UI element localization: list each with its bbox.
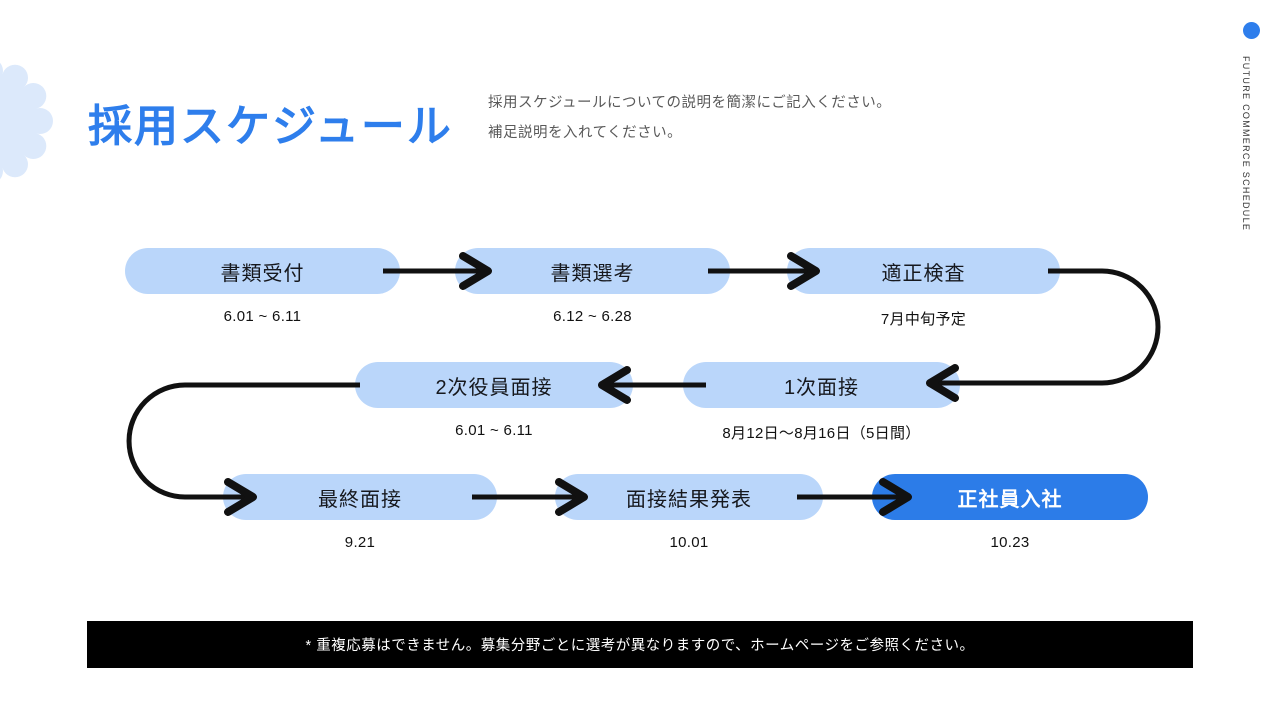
step-pill-document-reception: 書類受付 [125, 248, 400, 294]
footer-note-bar: * 重複応募はできません。募集分野ごとに選考が異なりますので、ホームページをご参… [87, 621, 1193, 668]
step-pill-second-executive-interview: 2次役員面接 [355, 362, 633, 408]
step-date-aptitude-test: 7月中旬予定 [880, 311, 967, 328]
subtitle-line-2: 補足説明を入れてください。 [488, 125, 683, 141]
dot-decoration [1243, 22, 1260, 39]
footer-note-text: * 重複応募はできません。募集分野ごとに選考が異なりますので、ホームページをご参… [305, 638, 975, 654]
subtitle-line-1: 採用スケジュールについての説明を簡潔にご記入ください。 [488, 95, 892, 111]
step-pill-result-announcement: 面接結果発表 [555, 474, 823, 520]
step-date-final-interview: 9.21 [344, 534, 376, 551]
step-date-result-announcement: 10.01 [669, 534, 709, 551]
side-vertical-label: FUTURE COMMERCE SCHEDULE [1241, 56, 1251, 232]
step-date-second-executive-interview: 6.01 ~ 6.11 [455, 422, 533, 439]
step-pill-aptitude-test: 適正検査 [787, 248, 1060, 294]
step-date-first-interview: 8月12日〜8月16日（5日間） [722, 425, 921, 442]
step-date-document-screening: 6.12 ~ 6.28 [553, 308, 632, 325]
step-pill-joining-company: 正社員入社 [872, 474, 1148, 520]
step-date-joining-company: 10.23 [990, 534, 1030, 551]
subtitle: 採用スケジュールについての説明を簡潔にご記入ください。 補足説明を入れてください… [488, 88, 891, 148]
step-pill-final-interview: 最終面接 [223, 474, 497, 520]
step-pill-document-screening: 書類選考 [455, 248, 730, 294]
step-pill-first-interview: 1次面接 [683, 362, 960, 408]
flower-decoration [0, 62, 53, 180]
step-date-document-reception: 6.01 ~ 6.11 [223, 308, 302, 325]
page-title: 採用スケジュール [88, 102, 453, 151]
